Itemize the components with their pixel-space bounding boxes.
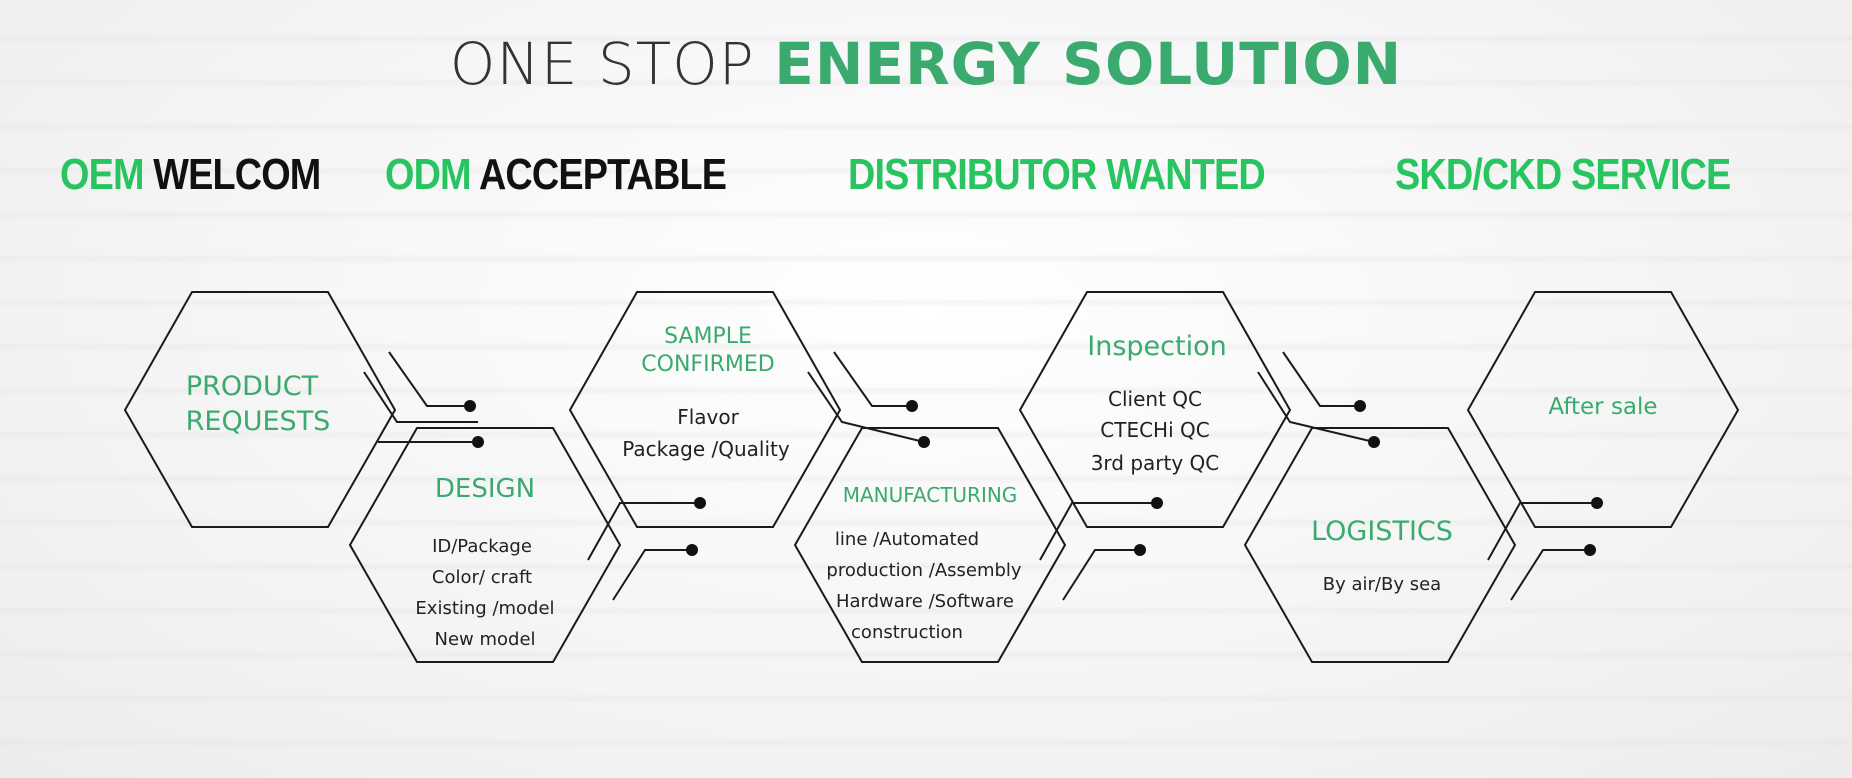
connector-6	[1487, 497, 1603, 601]
title-part2: ENERGY SOLUTION	[774, 30, 1403, 98]
connector-dot	[464, 400, 476, 412]
connector-dot	[1584, 544, 1596, 556]
inspection-title: Inspection	[1087, 331, 1226, 362]
hex-after-sale	[1466, 291, 1740, 528]
connector-dot	[694, 497, 706, 509]
manufacturing-title: MANUFACTURING	[843, 483, 1018, 507]
after-sale-title: After sale	[1548, 394, 1657, 420]
product-requests-title-1: PRODUCT	[186, 371, 319, 402]
connector-3	[807, 351, 930, 448]
sample-confirmed-line-1: Flavor	[677, 405, 739, 429]
connector-dot	[1368, 436, 1380, 448]
inspection-line-1: Client QC	[1108, 387, 1202, 411]
tag-skd-ckd-green: SKD/CKD SERVICE	[1395, 150, 1731, 199]
manufacturing-line-4: construction	[851, 622, 963, 643]
product-requests-title-2: REQUESTS	[186, 406, 331, 437]
hex-product-requests	[123, 291, 397, 528]
connector-4	[1039, 497, 1163, 601]
sample-confirmed-title-2: CONFIRMED	[641, 352, 774, 377]
sample-confirmed-line-2: Package /Quality	[622, 437, 790, 461]
tag-odm: ODM ACCEPTABLE	[385, 150, 727, 200]
manufacturing-line-2: production /Assembly	[826, 560, 1022, 581]
connector-dot	[1591, 497, 1603, 509]
design-line-4: New model	[434, 629, 535, 650]
design-title: DESIGN	[435, 474, 535, 504]
connector-2	[587, 497, 706, 601]
tag-odm-green: ODM	[385, 150, 472, 199]
connector-1	[363, 351, 484, 448]
design-line-2: Color/ craft	[432, 567, 532, 588]
connector-dot	[1134, 544, 1146, 556]
logistics-line-1: By air/By sea	[1323, 574, 1441, 595]
tag-odm-black: ACCEPTABLE	[470, 150, 727, 199]
hex-design	[348, 427, 622, 663]
tag-distributor: DISTRIBUTOR WANTED	[848, 150, 1266, 200]
tag-oem-green: OEM	[60, 150, 144, 199]
page-title: ONE STOP ENERGY SOLUTION	[0, 30, 1852, 98]
connector-dot	[1151, 497, 1163, 509]
tag-skd-ckd: SKD/CKD SERVICE	[1395, 150, 1731, 200]
title-part1: ONE STOP	[449, 30, 775, 98]
connector-5	[1257, 351, 1380, 448]
connector-dot	[918, 436, 930, 448]
connector-dot	[686, 544, 698, 556]
tag-oem-black: WELCOM	[143, 150, 321, 199]
hex-inspection	[1018, 291, 1292, 528]
hex-sample-confirmed	[568, 291, 842, 528]
tag-oem: OEM WELCOM	[60, 150, 321, 200]
hex-manufacturing	[793, 427, 1067, 663]
connector-dot	[906, 400, 918, 412]
inspection-line-2: CTECHi QC	[1100, 418, 1209, 442]
design-line-3: Existing /model	[415, 598, 554, 619]
sample-confirmed-title-1: SAMPLE	[664, 324, 752, 349]
tag-distributor-green: DISTRIBUTOR WANTED	[848, 150, 1266, 199]
logistics-title: LOGISTICS	[1311, 516, 1453, 547]
design-line-1: ID/Package	[432, 536, 532, 557]
connector-dot	[1354, 400, 1366, 412]
inspection-line-3: 3rd party QC	[1091, 451, 1220, 475]
manufacturing-line-1: line /Automated	[835, 529, 979, 550]
manufacturing-line-3: Hardware /Software	[836, 591, 1014, 612]
